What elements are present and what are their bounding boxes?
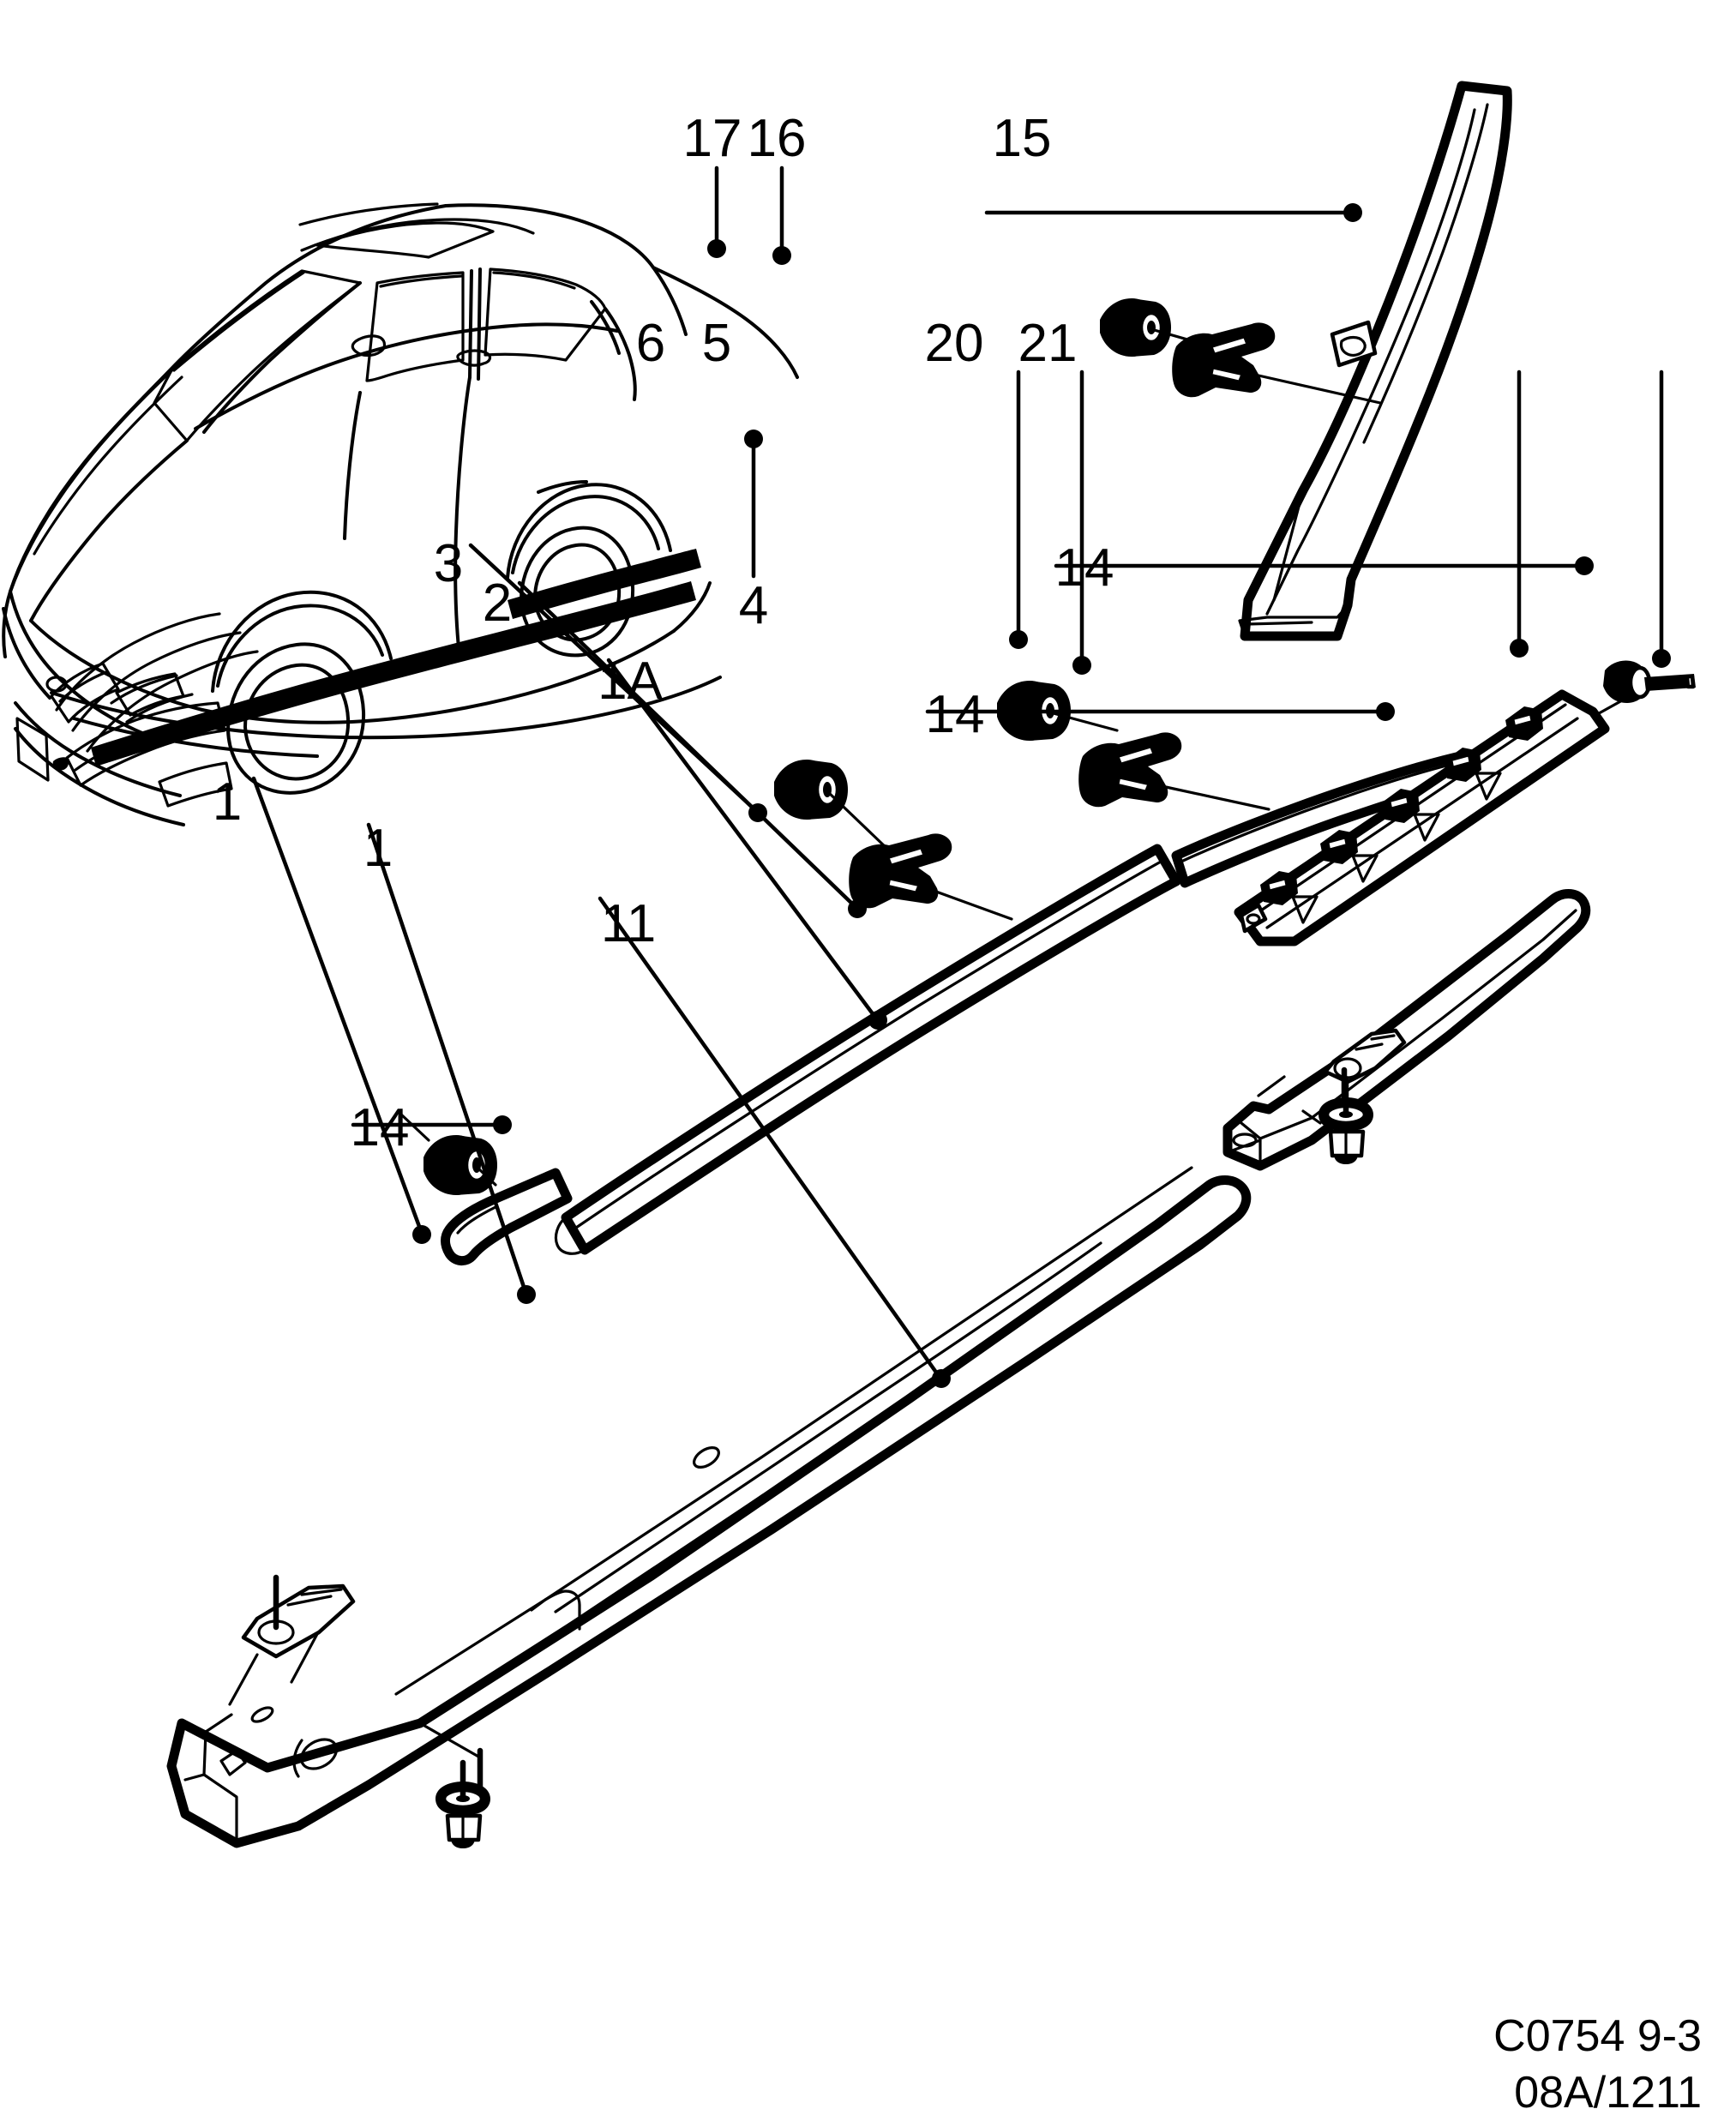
part-sill-trim-panel-outer [166, 1166, 1252, 1848]
callout-2: 1A [598, 652, 663, 711]
callout-11: 14 [1055, 538, 1114, 598]
callout-21: 21 [1018, 314, 1078, 373]
part-b-pillar-trim-clip [1172, 322, 1382, 405]
callout-20: 20 [925, 314, 984, 373]
drawing-number: C0754 9-3 [1493, 2011, 1702, 2061]
callout-labels: 17 16 15 6 5 20 21 3 2 4 14 1A 14 1 1 11… [213, 109, 1114, 1157]
callout-3: 2 [483, 574, 512, 633]
revision-code: 08A/1211 [1514, 2068, 1702, 2118]
callout-10: 11 [601, 894, 656, 953]
part-molding-end-cap [441, 1168, 573, 1265]
part-front-door-side-molding [554, 844, 1181, 1255]
part-clip-rail-screw [1603, 660, 1696, 703]
callout-16: 16 [748, 109, 807, 168]
callout-15: 15 [993, 109, 1052, 168]
part-molding-grommet [774, 760, 889, 850]
part-sill-trim-plastic-plug-upper [1319, 1075, 1373, 1164]
part-rear-molding-clip [1078, 732, 1270, 811]
footer-block: C0754 9-3 08A/1211 [1493, 2011, 1702, 2118]
part-sill-trim-plastic-plug-lower [436, 1759, 490, 1848]
callout-14-lower: 14 [351, 1098, 410, 1157]
callout-4: 3 [434, 534, 463, 593]
callout-5: 4 [739, 576, 768, 635]
callout-14-upper: 14 [926, 685, 985, 744]
vehicle-illustration [2, 202, 799, 826]
callout-6: 5 [702, 314, 731, 373]
leader-lines [251, 165, 1671, 1388]
callout-17: 17 [683, 109, 742, 168]
callout-1: 1 [363, 819, 393, 878]
part-molding-clip-rail [1234, 689, 1641, 946]
part-b-pillar-trim-cover [1238, 81, 1512, 641]
callout-1a: 1 [213, 772, 242, 832]
part-molding-retaining-clip [849, 833, 1013, 921]
callout-7: 6 [636, 314, 665, 373]
